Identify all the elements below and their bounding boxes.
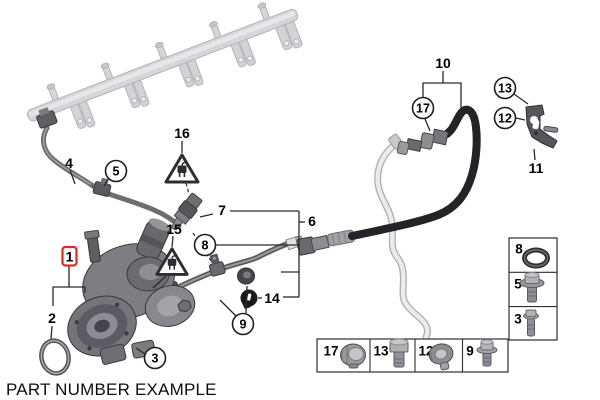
callout-5-circled: 5 [104,159,128,183]
callout-12-circled: 12 [493,106,517,130]
callout-9: 9 [240,317,247,331]
callout-13-circled: 13 [493,76,517,100]
callout-14: 14 [264,290,280,306]
callout-8: 8 [202,238,209,252]
hose-union-fittings [396,128,449,156]
fuel-pump-illustration [67,218,196,365]
holder-bracket-illustration [525,104,559,149]
warning-triangle-16-icon [164,153,200,184]
callout-12: 12 [498,111,512,125]
callout-13: 13 [498,81,512,95]
electric-plug-icon [167,255,177,270]
callouts: 1 2 4 6 7 10 11 14 16 15 3 5 8 9 12 [48,55,544,370]
rail-injector-holders [69,17,303,129]
union-nut-icon [428,343,454,371]
caption: PART NUMBER EXAMPLE [6,380,217,399]
leader-lines [50,71,536,355]
warning-triangle-15-icon [155,247,189,276]
legend-5-number: 5 [514,277,522,292]
supply-pipe-illustration [36,107,182,229]
callout-5: 5 [113,164,120,178]
pump-inlet-stub [84,229,101,263]
legend-17-number: 17 [323,344,338,359]
pump-feet [99,339,156,365]
callout-1-red-box [61,245,78,267]
pipe-clamp [208,253,226,277]
callout-2: 2 [48,310,56,326]
pump-solenoid [136,218,171,260]
callout-15: 15 [166,221,182,237]
cap-nut-icon [340,343,366,369]
callout-7: 7 [218,202,226,218]
legend-3-number: 3 [514,312,522,327]
callout-11: 11 [529,160,544,176]
callout-6: 6 [308,213,316,229]
pipe-clip [92,177,112,197]
fuel-rail-illustration [26,2,303,129]
callout-1: 1 [66,248,74,264]
screw-icon [523,309,539,337]
callout-9-circled: 9 [231,312,255,336]
rail-nipples [46,2,271,103]
callout-3-circled: 3 [143,346,167,370]
pump-drive-flange [67,295,137,357]
legend-8-number: 8 [515,242,523,257]
hex-bolt-icon [389,338,409,368]
legend-9-number: 9 [466,344,474,359]
callout-10: 10 [435,55,451,71]
callout-8-circled: 8 [193,233,217,257]
flange-bolt-icon [519,272,545,303]
pipe-union-fitting [36,107,58,129]
pressure-sensor-illustration [170,192,203,231]
legend-bottom-box: 17 13 12 9 [316,338,509,373]
sealing-cap-illustration [240,289,258,309]
callout-3: 3 [152,351,159,365]
return-hose-illustration [374,133,431,341]
callout-4: 4 [65,155,73,171]
callout-16: 16 [174,125,190,141]
seal-ring-icon [522,247,550,269]
flange-screw-icon [476,339,498,367]
o-ring-illustration [39,338,71,376]
legend-13-number: 13 [373,344,389,359]
triangle16-leader [185,182,190,195]
callout-17: 17 [416,101,430,115]
fuel-hose-illustration [296,105,481,256]
callout-17-circled: 17 [411,96,435,120]
pump-outlet-flange [144,285,196,327]
electric-plug-icon [177,161,188,177]
legend-side-box: 8 5 3 [508,237,558,341]
